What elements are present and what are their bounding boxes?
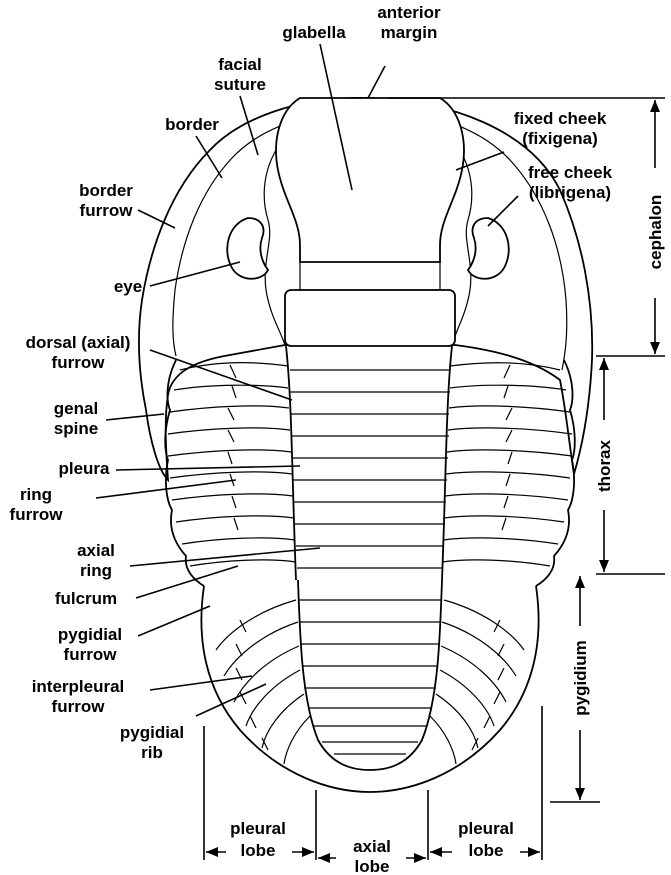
label-pygidial-furrow-1: pygidial [58,625,122,644]
label-eye: eye [114,277,142,296]
label-ring-furrow-2: furrow [10,505,64,524]
label-interpleural-furrow-1: interpleural [32,677,125,696]
label-genal-spine-2: spine [54,419,98,438]
label-pleural-lobe-left-2: lobe [241,841,276,860]
pygidium-shape [201,580,538,792]
label-fulcrum: fulcrum [55,589,117,608]
label-free-cheek-2: (librigena) [529,183,611,202]
label-pleural-lobe-right-1: pleural [458,819,514,838]
thorax-segments [165,346,575,586]
label-axial-ring-2: ring [80,561,112,580]
label-genal-spine-1: genal [54,399,98,418]
label-facial-suture-1: facial [218,55,261,74]
label-fixed-cheek-1: fixed cheek [514,109,607,128]
label-pygidial-furrow-2: furrow [64,645,118,664]
label-ring-furrow-1: ring [20,485,52,504]
label-anterior-margin-2: margin [381,23,438,42]
label-cephalon: cephalon [646,195,665,270]
label-pleural-lobe-left-1: pleural [230,819,286,838]
label-free-cheek-1: free cheek [528,163,613,182]
label-glabella: glabella [282,23,346,42]
label-border-furrow-1: border [79,181,133,200]
label-axial-lobe-1: axial [353,837,391,856]
label-dorsal-furrow-1: dorsal (axial) [26,333,131,352]
label-anterior-margin-1: anterior [377,3,441,22]
label-thorax: thorax [595,439,614,492]
label-interpleural-furrow-2: furrow [52,697,106,716]
label-fixed-cheek-2: (fixigena) [522,129,598,148]
label-border-furrow-2: furrow [80,201,134,220]
label-facial-suture-2: suture [214,75,266,94]
label-pygidial-rib-1: pygidial [120,723,184,742]
label-axial-ring-1: axial [77,541,115,560]
label-axial-lobe-2: lobe [355,857,390,875]
right-eye [468,218,509,279]
label-pleural-lobe-right-2: lobe [469,841,504,860]
occipital-ring [285,290,455,346]
label-border: border [165,115,219,134]
label-pygidial-rib-2: rib [141,743,163,762]
label-dorsal-furrow-2: furrow [52,353,106,372]
label-pleura: pleura [58,459,110,478]
left-eye [227,218,268,279]
label-pygidium: pygidium [571,640,590,716]
glabella-shape [276,98,464,262]
